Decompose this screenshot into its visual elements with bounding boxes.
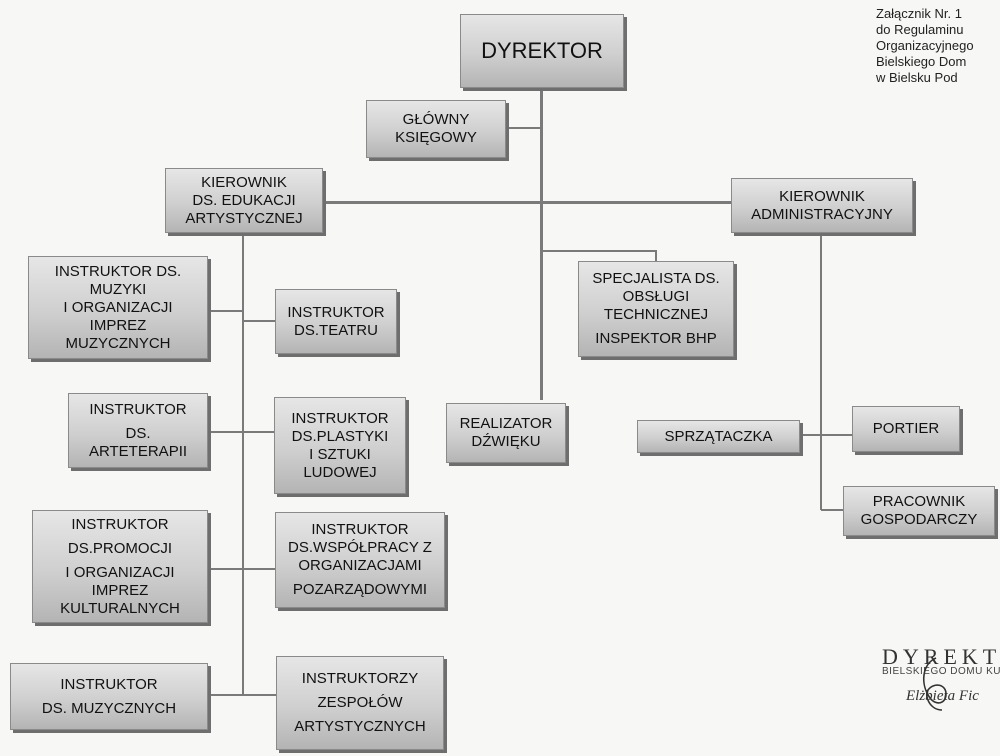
box-label: SPECJALISTA DS. xyxy=(592,270,720,287)
box-label: INSTRUKTOR DS. xyxy=(54,262,182,280)
box-label: TECHNICZNEJ xyxy=(603,306,709,323)
connector-line xyxy=(541,250,657,252)
box-sprzataczka: SPRZĄTACZKA xyxy=(637,420,800,453)
box-label: ADMINISTRACYJNY xyxy=(751,205,893,223)
connector-line xyxy=(243,320,275,322)
box-label: DŹWIĘKU xyxy=(471,433,541,450)
connector-line xyxy=(323,201,733,204)
box-label: MUZYKI xyxy=(89,280,147,298)
box-dyrektor: DYREKTOR xyxy=(460,14,624,88)
box-label: KULTURALNYCH xyxy=(60,599,180,617)
box-realizator-dzwieku: REALIZATOR DŹWIĘKU xyxy=(446,403,566,463)
box-kierownik-administracyjny: KIEROWNIK ADMINISTRACYJNY xyxy=(731,178,913,233)
box-label: DS.PROMOCJI xyxy=(67,539,173,557)
box-specjalista-bhp: SPECJALISTA DS. OBSŁUGI TECHNICZNEJ INSP… xyxy=(578,261,734,357)
connector-line xyxy=(655,250,657,262)
box-label: ARTETERAPII xyxy=(88,442,188,460)
box-instruktor-muzyki: INSTRUKTOR DS. MUZYKI I ORGANIZACJI IMPR… xyxy=(28,256,208,359)
box-instruktor-plastyki: INSTRUKTOR DS.PLASTYKI I SZTUKI LUDOWEJ xyxy=(274,397,406,494)
box-label: DYREKTOR xyxy=(481,38,603,63)
box-label: GOSPODARCZY xyxy=(860,511,978,528)
box-label: INSPEKTOR BHP xyxy=(595,330,717,347)
box-label: KSIĘGOWY xyxy=(395,129,477,146)
box-label: ZESPOŁÓW xyxy=(317,694,403,711)
box-label: SPRZĄTACZKA xyxy=(664,427,773,445)
box-label: INSTRUKTOR xyxy=(287,303,385,321)
box-label: POZARZĄDOWYMI xyxy=(292,581,428,598)
box-label: KIEROWNIK xyxy=(779,187,865,205)
stamp-subtitle: BIELSKIEGO DOMU KULTURY xyxy=(882,666,1000,677)
box-instruktor-muzycznych: INSTRUKTOR DS. MUZYCZNYCH xyxy=(10,663,208,730)
box-label: OBSŁUGI xyxy=(622,288,690,305)
connector-line xyxy=(242,233,244,695)
box-label: DS.WSPÓŁPRACY Z xyxy=(288,539,432,556)
stamp-title: DYREKTOR xyxy=(882,644,1000,669)
box-label: INSTRUKTOR xyxy=(89,400,187,418)
connector-line xyxy=(506,127,542,129)
connector-line xyxy=(820,233,822,510)
box-label: MUZYCZNYCH xyxy=(65,334,171,352)
connector-line xyxy=(821,509,843,511)
box-label: INSTRUKTORZY xyxy=(301,670,419,687)
annex-line: Załącznik Nr. 1 xyxy=(876,6,962,21)
box-label: DS.TEATRU xyxy=(294,321,378,339)
box-kierownik-edukacji: KIEROWNIK DS. EDUKACJI ARTYSTYCZNEJ xyxy=(165,168,323,233)
box-label: INSTRUKTOR xyxy=(311,521,409,538)
box-label: DS. MUZYCZNYCH xyxy=(41,699,177,717)
box-label: DS.PLASTYKI xyxy=(291,427,389,445)
box-label: ORGANIZACJAMI xyxy=(298,557,422,574)
box-glowny-ksiegowy: GŁÓWNY KSIĘGOWY xyxy=(366,100,506,158)
box-label: DS. EDUKACJI xyxy=(192,191,296,209)
connector-line xyxy=(800,434,852,436)
box-label: GŁÓWNY xyxy=(402,111,470,128)
annex-line: w Bielsku Pod xyxy=(876,70,958,85)
annex-note: Załącznik Nr. 1 do Regulaminu Organizacy… xyxy=(876,6,1000,86)
box-label: IMPREZ xyxy=(89,316,147,334)
connector-line xyxy=(540,88,543,400)
director-stamp: DYREKTOR BIELSKIEGO DOMU KULTURY Elżbiet… xyxy=(876,644,1000,724)
connector-line xyxy=(208,694,276,696)
annex-line: do Regulaminu xyxy=(876,22,964,37)
box-instruktorzy-zespolow: INSTRUKTORZY ZESPOŁÓW ARTYSTYCZNYCH xyxy=(276,656,444,750)
box-label: ARTYSTYCZNYCH xyxy=(294,718,426,735)
box-label: I SZTUKI xyxy=(309,445,371,463)
box-portier: PORTIER xyxy=(852,406,960,452)
connector-line xyxy=(208,431,276,433)
box-label: I ORGANIZACJI xyxy=(65,563,175,581)
connector-line xyxy=(208,310,243,312)
annex-line: Organizacyjnego xyxy=(876,38,974,53)
box-label: INSTRUKTOR xyxy=(71,515,169,533)
stamp-name: Elżbieta Fic xyxy=(906,688,979,704)
connector-line xyxy=(208,568,276,570)
box-instruktor-promocji: INSTRUKTOR DS.PROMOCJI I ORGANIZACJI IMP… xyxy=(32,510,208,623)
box-label: IMPREZ xyxy=(91,581,149,599)
box-label: ARTYSTYCZNEJ xyxy=(185,209,303,227)
box-label: PORTIER xyxy=(872,420,940,437)
box-label: PRACOWNIK xyxy=(872,493,966,510)
signature-icon xyxy=(923,657,947,711)
annex-line: Bielskiego Dom xyxy=(876,54,967,69)
box-label: DS. xyxy=(125,424,151,442)
box-pracownik-gospodarczy: PRACOWNIK GOSPODARCZY xyxy=(843,486,995,536)
box-label: INSTRUKTOR xyxy=(60,675,158,693)
box-label: REALIZATOR xyxy=(459,415,553,432)
box-label: LUDOWEJ xyxy=(303,463,377,481)
box-instruktor-arteterapii: INSTRUKTOR DS. ARTETERAPII xyxy=(68,393,208,468)
box-label: KIEROWNIK xyxy=(201,173,287,191)
box-label: INSTRUKTOR xyxy=(291,409,389,427)
box-label: I ORGANIZACJI xyxy=(63,298,173,316)
box-instruktor-teatru: INSTRUKTOR DS.TEATRU xyxy=(275,289,397,354)
box-instruktor-wspolpracy: INSTRUKTOR DS.WSPÓŁPRACY Z ORGANIZACJAMI… xyxy=(275,512,445,608)
